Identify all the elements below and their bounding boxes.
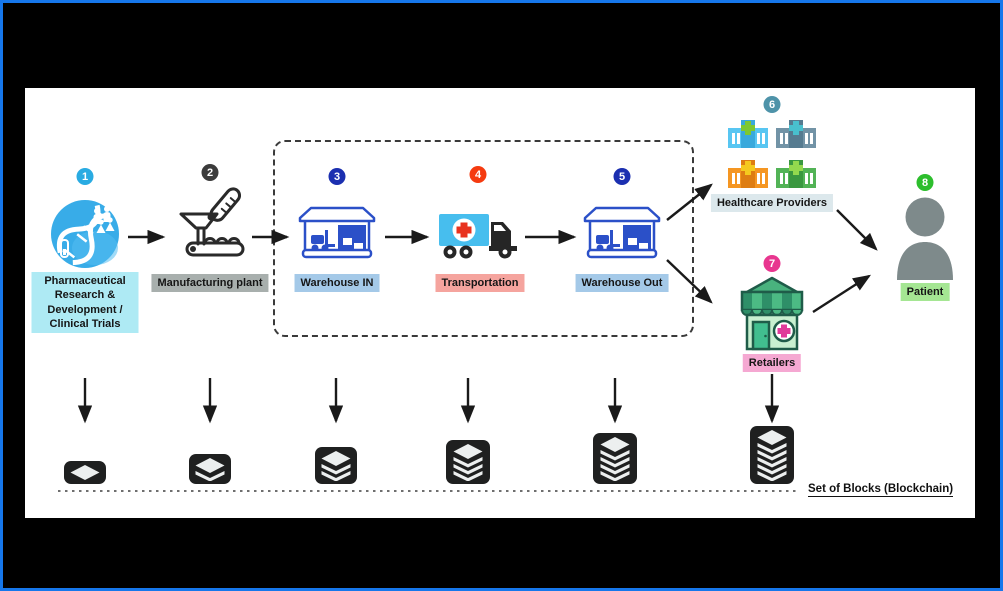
stage-1-badge: 1	[76, 168, 94, 185]
blockchain-block	[64, 461, 106, 484]
stage-1-label: Pharmaceutical Research & Development / …	[31, 272, 139, 334]
stage-8-label: Patient	[900, 283, 950, 302]
blockchain-caption: Set of Blocks (Blockchain)	[808, 483, 954, 497]
stage-3-badge: 3	[328, 168, 346, 185]
stage-4-label: Transportation	[435, 274, 525, 293]
stage-2-badge: 2	[201, 164, 219, 181]
medical-truck-icon	[439, 214, 517, 259]
stage-8-badge: 8	[916, 174, 934, 191]
blockchain-block	[593, 433, 637, 484]
stage-7-badge: 7	[763, 255, 781, 272]
blockchain-block	[315, 447, 357, 484]
dna-research-icon	[51, 200, 119, 268]
person-icon	[897, 197, 953, 280]
stage-6-badge: 6	[763, 96, 781, 113]
stage-5-label: Warehouse Out	[575, 274, 669, 293]
stage-7-label: Retailers	[742, 354, 802, 373]
stage-4-badge: 4	[469, 166, 487, 183]
stage-6-label: Healthcare Providers	[710, 194, 834, 213]
blockchain-block	[189, 454, 231, 484]
pharmacy-store-icon	[740, 276, 804, 351]
blockchain-block	[750, 426, 794, 484]
stage-2-label: Manufacturing plant	[151, 274, 269, 293]
stage-3-label: Warehouse IN	[294, 274, 380, 293]
warehouse-icon	[583, 206, 661, 259]
diagram-canvas: 1 Pharmaceutical Research & Development …	[25, 88, 975, 518]
blockchain-block	[446, 440, 490, 484]
stage-5-badge: 5	[613, 168, 631, 185]
hospitals-icon	[728, 120, 816, 188]
manufacturing-icon	[179, 187, 245, 257]
warehouse-icon	[298, 206, 376, 259]
